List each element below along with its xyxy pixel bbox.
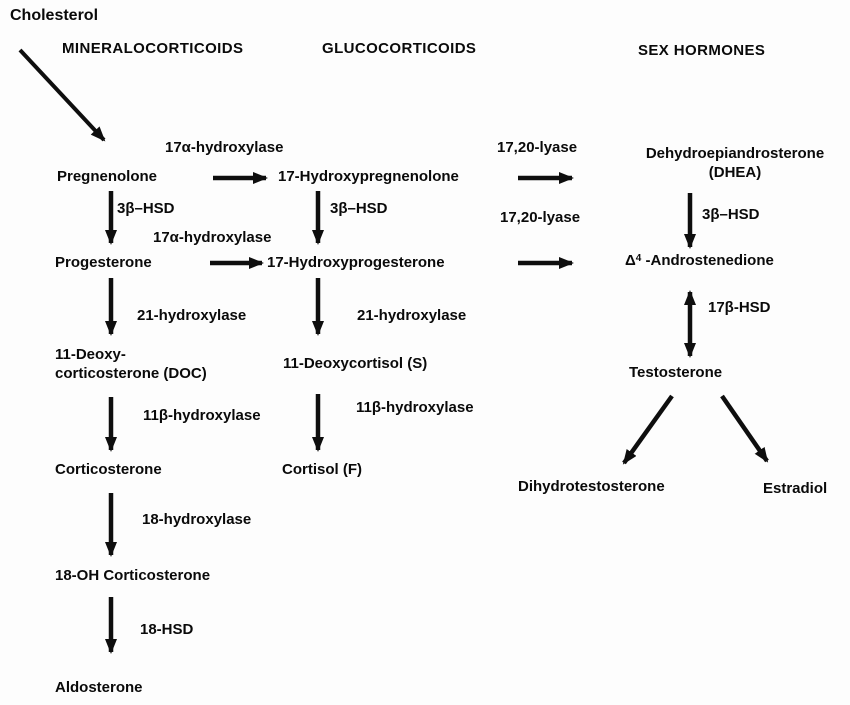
enzyme-3b-hsd-mid: 3β–HSD: [330, 200, 388, 217]
node-18-oh-corticosterone: 18-OH Corticosterone: [55, 567, 211, 584]
enzyme-11b-hydroxylase-mid: 11β-hydroxylase: [356, 399, 474, 416]
node-dihydrotestosterone: Dihydrotestosterone: [518, 478, 665, 495]
node-cholesterol: Cholesterol: [10, 7, 99, 24]
node-dhea-line2: (DHEA): [708, 163, 762, 181]
column-header-glucocorticoids: GLUCOCORTICOIDS: [322, 40, 477, 57]
enzyme-18-hsd: 18-HSD: [140, 621, 194, 638]
node-doc-line1: 11-Deoxy-: [55, 346, 126, 363]
column-header-mineralocorticoids: MINERALOCORTICOIDS: [62, 40, 244, 57]
enzyme-3b-hsd-left: 3β–HSD: [117, 200, 175, 217]
node-17-hydroxypregnenolone: 17-Hydroxypregnenolone: [278, 168, 459, 185]
androstenedione-text: -Androstenedione: [641, 252, 774, 269]
node-delta4-androstenedione: Δ4 -Androstenedione: [625, 252, 774, 271]
delta-symbol: Δ: [625, 252, 636, 269]
arrow-testosterone-to-estradiol: [720, 394, 769, 463]
node-aldosterone: Aldosterone: [55, 679, 143, 696]
node-17-hydroxyprogesterone: 17-Hydroxyprogesterone: [267, 254, 445, 271]
enzyme-17-20-lyase-upper: 17,20-lyase: [497, 139, 578, 156]
enzyme-17a-hydroxylase-upper: 17α-hydroxylase: [165, 139, 284, 156]
enzyme-21-hydroxylase-mid: 21-hydroxylase: [357, 307, 467, 324]
node-estradiol: Estradiol: [763, 480, 828, 497]
column-header-sex-hormones: SEX HORMONES: [638, 42, 766, 59]
node-corticosterone: Corticosterone: [55, 461, 162, 478]
delta4-superscript: 4: [635, 253, 642, 264]
enzyme-21-hydroxylase-left: 21-hydroxylase: [137, 307, 247, 324]
node-11-deoxycorticosterone: 11-Deoxy- corticosterone (DOC): [55, 346, 207, 384]
node-testosterone: Testosterone: [629, 364, 723, 381]
enzyme-17b-hsd: 17β-HSD: [708, 299, 771, 316]
arrow-cholesterol-to-pregnenolone: [18, 48, 106, 142]
enzyme-18-hydroxylase: 18-hydroxylase: [142, 511, 252, 528]
node-pregnenolone: Pregnenolone: [57, 168, 158, 185]
node-cortisol: Cortisol (F): [282, 461, 362, 478]
node-dhea: Dehydroepiandrosterone (DHEA): [620, 145, 850, 183]
enzyme-3b-hsd-right: 3β–HSD: [702, 206, 760, 223]
node-doc-line2: corticosterone (DOC): [55, 364, 207, 382]
enzyme-11b-hydroxylase-left: 11β-hydroxylase: [143, 407, 261, 424]
arrow-testosterone-to-dihydrotestosterone: [622, 394, 674, 465]
node-dhea-line1: Dehydroepiandrosterone: [645, 145, 825, 162]
node-11-deoxycortisol: 11-Deoxycortisol (S): [283, 355, 428, 372]
enzyme-17-20-lyase-lower: 17,20-lyase: [500, 209, 581, 226]
enzyme-17a-hydroxylase-lower: 17α-hydroxylase: [153, 229, 272, 246]
node-progesterone: Progesterone: [55, 254, 152, 271]
